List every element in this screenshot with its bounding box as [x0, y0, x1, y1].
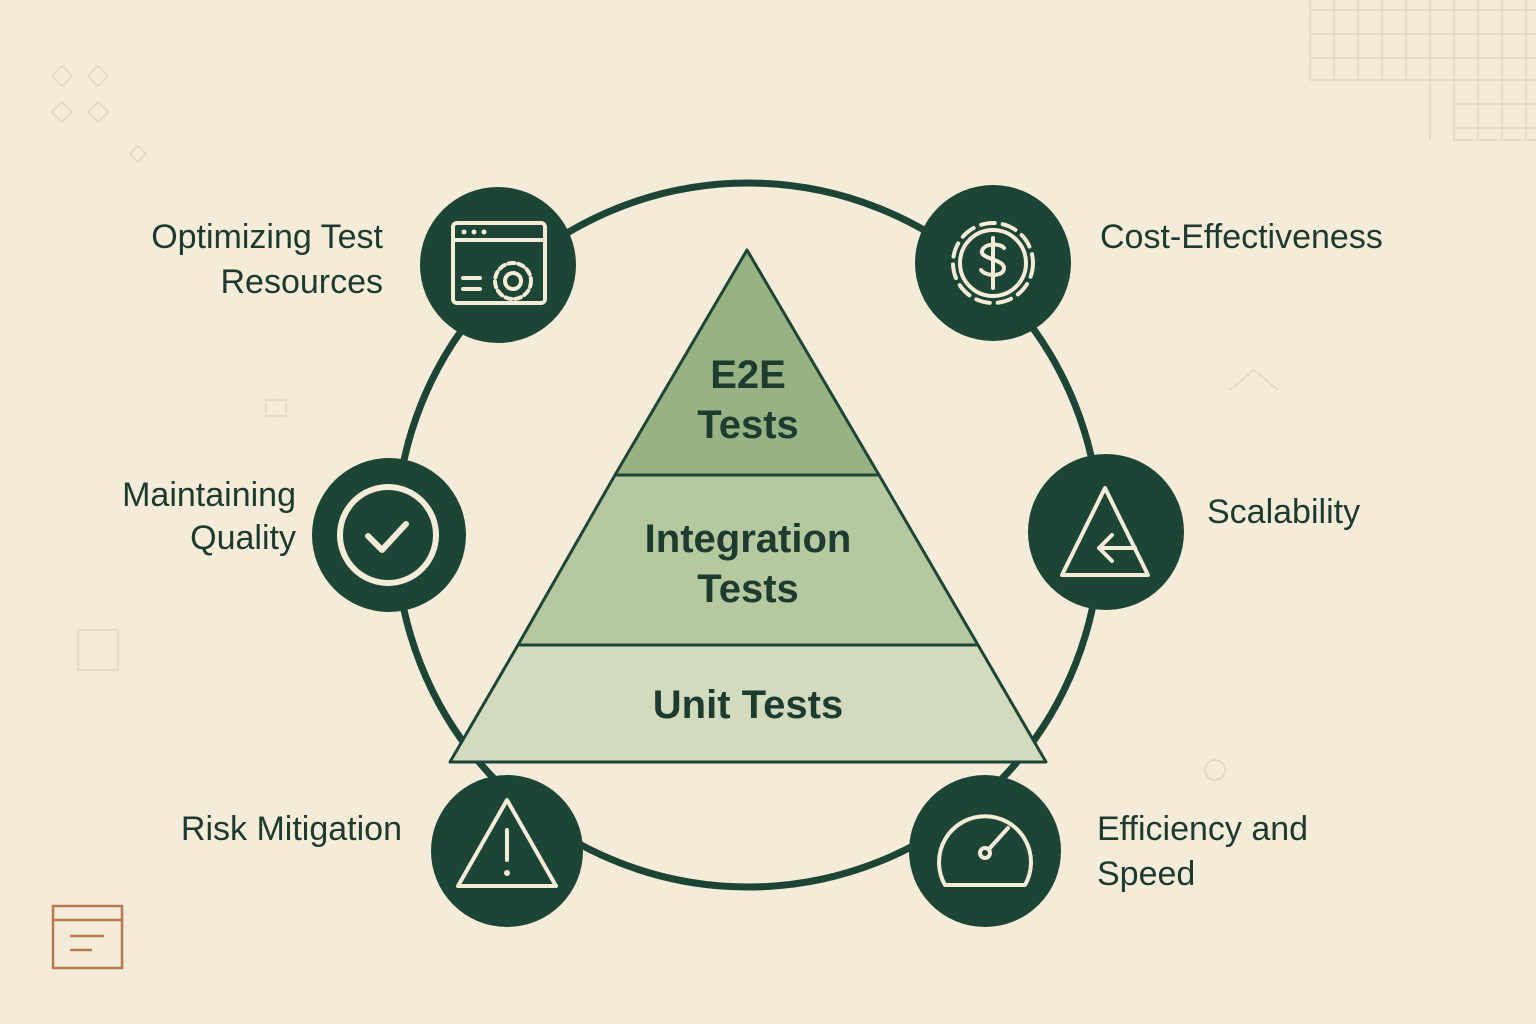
- pyramid-e2e-label-2: Tests: [697, 403, 799, 447]
- warning-icon: [456, 798, 558, 888]
- efficiency-label-2: Speed: [1097, 855, 1195, 893]
- document-icon: [51, 904, 124, 970]
- decorative-grid: [50, 0, 1536, 781]
- quality-label-1: Maintaining: [122, 476, 296, 514]
- efficiency-label-1: Efficiency and: [1097, 810, 1308, 848]
- triangle-arrow-icon: [1060, 486, 1150, 577]
- optimizing-node: [420, 187, 576, 343]
- risk-label: Risk Mitigation: [181, 810, 402, 848]
- efficiency-node: [909, 775, 1061, 927]
- quality-node: [312, 458, 466, 612]
- risk-node: [431, 775, 583, 927]
- cost-node: [915, 185, 1071, 341]
- optimizing-label-2: Resources: [220, 263, 383, 301]
- pyramid-e2e-label-1: E2E: [710, 353, 786, 397]
- optimizing-label-1: Optimizing Test: [151, 218, 383, 256]
- pyramid-integration-label-1: Integration: [645, 517, 852, 561]
- scalability-node: [1028, 454, 1184, 610]
- pyramid-unit-label: Unit Tests: [653, 683, 843, 727]
- quality-label-2: Quality: [190, 519, 296, 557]
- browser-gear-icon: [451, 221, 547, 305]
- check-circle-icon: [337, 484, 439, 586]
- speedometer-icon: [937, 814, 1033, 887]
- pyramid: [448, 248, 1048, 764]
- scalability-label: Scalability: [1207, 493, 1360, 531]
- cost-label: Cost-Effectiveness: [1100, 218, 1383, 256]
- dollar-gear-icon: [951, 221, 1035, 305]
- pyramid-layer-unit: [448, 643, 1048, 764]
- pyramid-integration-label-2: Tests: [697, 567, 799, 611]
